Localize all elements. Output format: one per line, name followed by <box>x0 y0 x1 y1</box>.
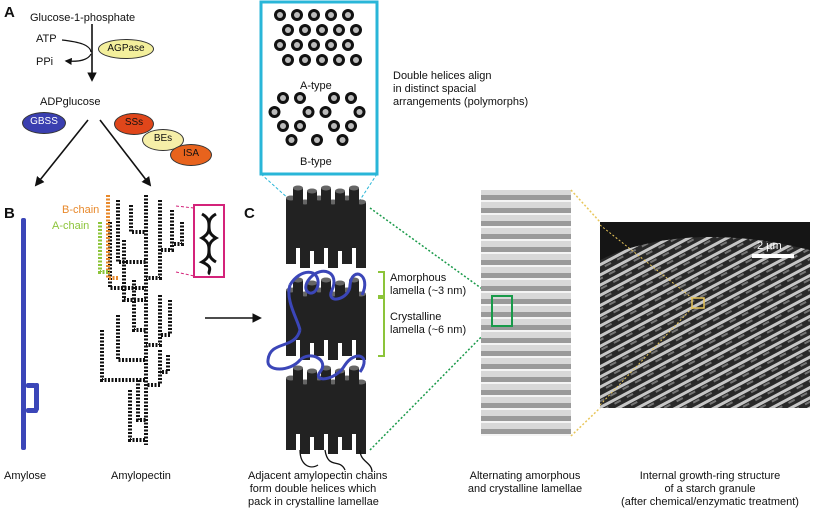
amylopectin-tree <box>100 195 184 445</box>
b-chain-label: B-chain <box>62 204 100 216</box>
substrate-label: Glucose-1-phosphate <box>30 12 136 24</box>
helix-cylinder <box>286 290 296 356</box>
panel-label-a: A <box>4 4 15 21</box>
arrow-to-amylose <box>34 119 89 187</box>
panel-label-c: C <box>244 205 255 222</box>
double-helix-stacks <box>286 185 366 454</box>
helix-cylinder <box>328 202 338 268</box>
helix-highlight-box <box>193 204 225 278</box>
helix-cylinder <box>342 290 352 356</box>
helix-cylinder <box>356 382 366 454</box>
helix-cylinder <box>314 290 324 356</box>
alternating-caption-2: and crystalline lamellae <box>467 483 583 495</box>
helix-cylinder <box>321 188 331 248</box>
helix-cylinder <box>314 198 324 264</box>
amorphous-bracket <box>378 271 385 297</box>
helix-cylinder <box>349 280 359 340</box>
amorphous-chain <box>266 269 367 381</box>
helix-cylinder <box>307 191 317 251</box>
sem-highlight <box>691 297 705 309</box>
helix-cylinder <box>307 283 317 343</box>
helix-cylinder <box>349 188 359 248</box>
helix-cylinder <box>286 378 296 450</box>
helix-cylinder <box>293 368 303 434</box>
amorphous-label-2: lamella (~3 nm) <box>390 285 467 297</box>
scale-bar-label: 2 µm <box>757 240 782 252</box>
lamellae-strip <box>481 190 571 436</box>
helix-cylinder <box>293 188 303 248</box>
helix-cylinder <box>321 368 331 434</box>
helix-cylinder <box>307 371 317 437</box>
product-label: ADPglucose <box>40 96 101 108</box>
a-chain-label: A-chain <box>52 220 90 232</box>
helix-cylinder <box>321 280 331 340</box>
helix-cylinder <box>300 382 310 454</box>
double-helix-caption-2: form double helices which <box>249 483 377 495</box>
atp-label: ATP <box>36 33 57 45</box>
ppi-arrow <box>64 53 92 66</box>
ppi-label: PPi <box>36 56 54 68</box>
crystalline-label-2: lamella (~6 nm) <box>390 324 467 336</box>
a-type-lattice <box>274 9 362 66</box>
amorphous-label-1: Amorphous <box>390 272 447 284</box>
helix-cylinder <box>335 371 345 437</box>
growth-caption-2: of a starch granule <box>664 483 756 495</box>
helix-cylinder <box>335 191 345 251</box>
double-helix-caption-3: pack in crystalline lamellae <box>248 496 379 508</box>
crystalline-label-1: Crystalline <box>390 311 442 323</box>
helix-cylinder <box>356 202 366 268</box>
amylopectin-caption: Amylopectin <box>111 470 171 482</box>
atp-curve <box>61 39 92 53</box>
gbss-enzyme: GBSS <box>22 112 66 134</box>
bes-enzyme: BEs <box>142 129 184 151</box>
b-type-label: B-type <box>300 156 332 168</box>
arrow-to-amylopectin <box>99 119 152 187</box>
polymorph-caption-2: in distinct spacial <box>393 83 477 95</box>
helix-cylinder <box>314 378 324 450</box>
double-helix-caption-1: Adjacent amylopectin chains <box>248 470 388 482</box>
helix-cylinder <box>328 382 338 454</box>
helix-cylinder <box>335 283 345 343</box>
helix-cylinder <box>286 198 296 264</box>
scale-bar <box>752 254 794 258</box>
helix-cylinder <box>342 198 352 264</box>
amylose-chain <box>21 218 39 450</box>
chain-highlights <box>98 195 118 280</box>
helix-cylinder <box>342 378 352 450</box>
lamellae-highlight <box>491 295 513 327</box>
polymorph-caption-3: arrangements (polymorphs) <box>393 96 529 108</box>
helix-cylinder <box>300 202 310 268</box>
helix-cylinder <box>349 368 359 434</box>
growth-caption-3: (after chemical/enzymatic treatment) <box>621 496 799 508</box>
sss-enzyme: SSs <box>114 113 154 135</box>
panel-label-b: B <box>4 205 15 222</box>
b-type-lattice <box>268 92 366 146</box>
amylose-caption: Amylose <box>4 470 47 482</box>
crystalline-bracket <box>378 297 385 357</box>
alternating-caption-1: Alternating amorphous <box>469 470 581 482</box>
polymorph-caption-1: Double helices align <box>393 70 492 82</box>
helix-cylinder <box>328 294 338 360</box>
chain-tails <box>299 449 373 473</box>
growth-caption-1: Internal growth-ring structure <box>639 470 781 482</box>
helix-inset <box>198 212 220 276</box>
isa-enzyme: ISA <box>170 144 212 166</box>
helix-cylinder <box>300 294 310 360</box>
helix-cylinder <box>293 280 303 340</box>
a-type-label: A-type <box>300 80 332 92</box>
helix-cylinder <box>356 294 366 360</box>
agpase-enzyme: AGPase <box>98 39 154 59</box>
